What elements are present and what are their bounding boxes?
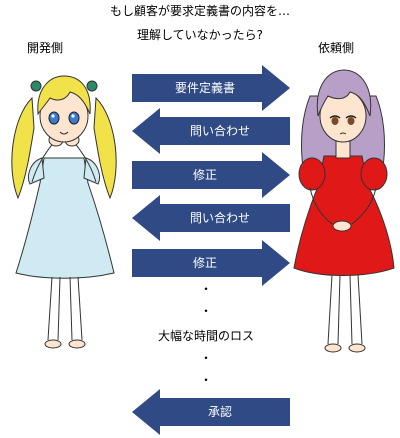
arrow-shape-6: [132, 389, 290, 435]
title-line-2: 理解していなかったら?: [136, 28, 263, 42]
arrow-shape-4: [132, 195, 290, 241]
arrow-shape-3: [132, 152, 290, 198]
arrow-label-6: 承認: [207, 405, 232, 419]
ellipsis-dot-2: ・: [200, 304, 213, 318]
arrow-label-3: 修正: [192, 168, 217, 182]
arrow-label-5: 修正: [192, 256, 217, 270]
ellipsis-dot-3: ・: [200, 351, 213, 365]
title-line-1: もし顧客が要求定義書の内容を…: [109, 4, 290, 18]
arrow-label-4: 問い合わせ: [189, 211, 250, 225]
ellipsis-dot-4: ・: [200, 373, 213, 387]
arrow-shape-1: [132, 65, 290, 111]
developer-label: 開発側: [27, 41, 64, 55]
arrow-shape-2: [132, 108, 290, 154]
arrow-label-2: 問い合わせ: [189, 124, 250, 138]
client-character-illustration: [293, 69, 395, 353]
ellipsis-dot-1: ・: [200, 282, 213, 296]
arrow-label-1: 要件定義書: [174, 81, 235, 95]
time-loss-label: 大幅な時間のロス: [158, 329, 255, 343]
arrow-shape-5: [132, 240, 290, 286]
client-label: 依頼側: [318, 41, 355, 55]
developer-character-illustration: [11, 75, 117, 349]
